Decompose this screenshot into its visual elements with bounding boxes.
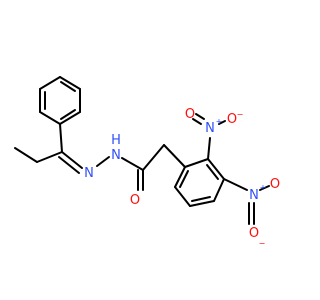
bond — [60, 109, 76, 120]
charge-nitro2-minus: − — [259, 239, 266, 248]
bond — [195, 113, 205, 120]
bond — [14, 147, 38, 163]
bond — [259, 185, 270, 191]
bond — [59, 76, 81, 90]
atom-label-imine-n: N — [84, 166, 94, 181]
structure-canvas: N H N O N + O O − N + O O − — [14, 76, 280, 248]
bond — [189, 200, 215, 207]
bond — [206, 164, 219, 180]
atom-label-nitro2-n: N — [249, 188, 259, 203]
bond — [207, 158, 225, 180]
atom-label-nitro2-o-bottom: O — [249, 226, 259, 241]
bond — [192, 118, 202, 125]
bond — [179, 170, 189, 188]
bond — [223, 178, 248, 191]
charge-nitro1-minus: − — [237, 110, 244, 119]
bond — [174, 166, 186, 188]
bond — [36, 151, 63, 163]
bond — [142, 144, 165, 171]
bond — [184, 158, 209, 168]
bonds — [14, 76, 270, 225]
atom-label-nitro1-o-right: O — [227, 112, 237, 127]
bond — [207, 137, 211, 160]
bond — [191, 196, 211, 202]
bond — [96, 156, 110, 167]
bond — [174, 186, 191, 207]
molecule-diagram: N H N O N + O O − N + O O − — [14, 76, 280, 248]
bond — [213, 178, 225, 202]
charge-nitro1-plus: + — [216, 117, 223, 126]
bond — [58, 156, 80, 174]
atom-label-nitro1-n: N — [205, 121, 215, 136]
atom-label-nitro1-o-top: O — [185, 107, 195, 122]
bond — [121, 157, 144, 171]
bond — [163, 144, 186, 168]
atom-labels: N H N O N + O O − N + O O − — [84, 107, 280, 248]
bond — [59, 111, 81, 125]
bond — [61, 151, 83, 169]
atom-label-nitro2-o-left: O — [270, 177, 280, 192]
atom-label-nh-n: N — [111, 148, 121, 163]
bond — [39, 111, 61, 125]
charge-nitro2-plus: + — [260, 183, 267, 192]
bond — [59, 123, 63, 153]
atom-label-nh-h: H — [111, 133, 121, 148]
bond — [218, 120, 226, 125]
bond — [60, 81, 76, 92]
atom-label-carbonyl-o: O — [130, 193, 140, 208]
bond — [39, 76, 61, 90]
